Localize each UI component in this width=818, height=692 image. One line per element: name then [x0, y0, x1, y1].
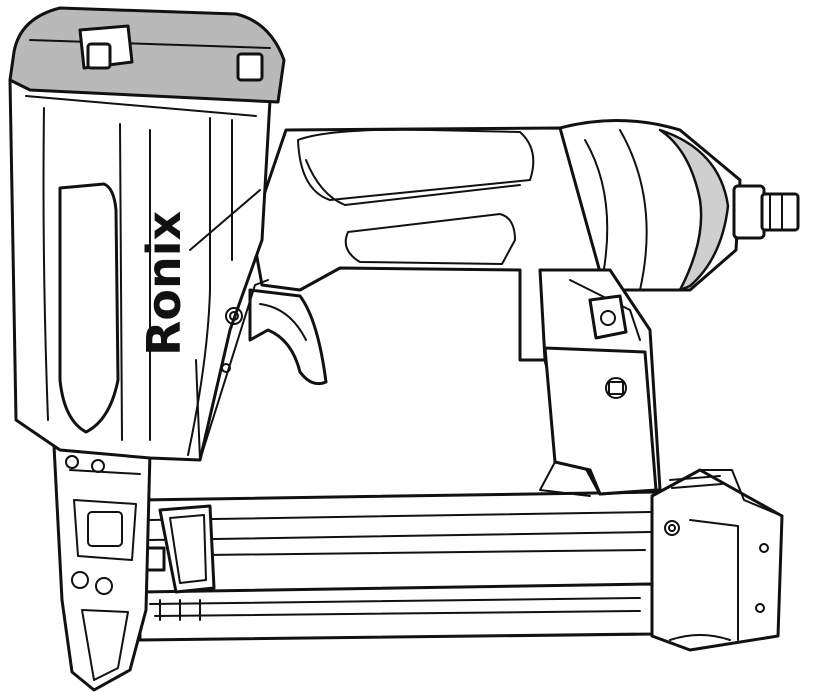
exhaust-cap	[8, 6, 286, 104]
main-housing	[8, 58, 272, 462]
magazine-rail	[138, 490, 662, 642]
brand-logo: Ronix	[137, 211, 191, 356]
nose-piece	[52, 444, 152, 692]
trigger	[248, 288, 328, 386]
magazine-end-cap	[650, 468, 784, 652]
air-fitting	[732, 184, 800, 240]
magazine-latch	[142, 504, 216, 594]
rear-support	[538, 268, 662, 497]
air-cylinder	[558, 119, 742, 292]
